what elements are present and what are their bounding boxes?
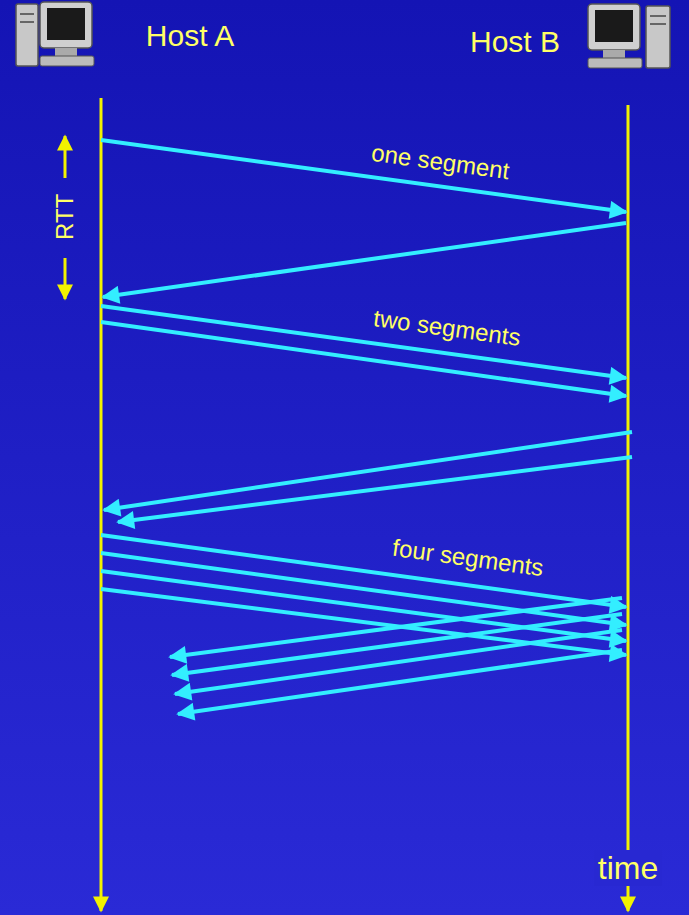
segment-label: two segments bbox=[372, 304, 522, 351]
segment-arrow bbox=[101, 306, 626, 378]
tower-slot bbox=[650, 15, 666, 17]
time-label: time bbox=[594, 850, 662, 887]
segment-arrow bbox=[101, 553, 626, 625]
rtt-arrow bbox=[64, 258, 67, 299]
segment-arrow bbox=[101, 322, 626, 396]
monitor-stand bbox=[55, 48, 77, 56]
timeline bbox=[100, 98, 103, 911]
computer-icon bbox=[16, 2, 94, 66]
host-label: Host A bbox=[146, 19, 234, 54]
rtt-arrow bbox=[64, 136, 67, 178]
segment-label: four segments bbox=[391, 534, 545, 582]
tower-slot bbox=[650, 23, 666, 25]
tower-slot bbox=[20, 21, 34, 23]
ack-arrow bbox=[172, 614, 622, 675]
host-label: Host B bbox=[470, 25, 560, 60]
computer-icon bbox=[588, 4, 670, 68]
monitor bbox=[40, 2, 92, 48]
tower bbox=[16, 4, 38, 66]
timeline bbox=[627, 105, 630, 911]
rtt-label: RTT bbox=[51, 194, 79, 240]
screen bbox=[47, 8, 85, 40]
screen bbox=[595, 10, 633, 42]
segment-label: one segment bbox=[369, 139, 510, 185]
tower bbox=[646, 6, 670, 68]
ack-arrow bbox=[103, 223, 626, 297]
ack-arrow bbox=[178, 650, 622, 714]
keyboard bbox=[588, 58, 642, 68]
segment-arrow bbox=[101, 535, 626, 607]
segment-arrow bbox=[101, 140, 626, 212]
ack-arrow bbox=[170, 598, 622, 657]
tower-slot bbox=[20, 13, 34, 15]
monitor bbox=[588, 4, 640, 50]
ack-arrow bbox=[175, 630, 622, 694]
segment-arrow bbox=[101, 589, 626, 655]
ack-arrow bbox=[104, 432, 632, 510]
monitor-stand bbox=[603, 50, 625, 58]
keyboard bbox=[40, 56, 94, 66]
ack-arrow bbox=[118, 457, 632, 522]
